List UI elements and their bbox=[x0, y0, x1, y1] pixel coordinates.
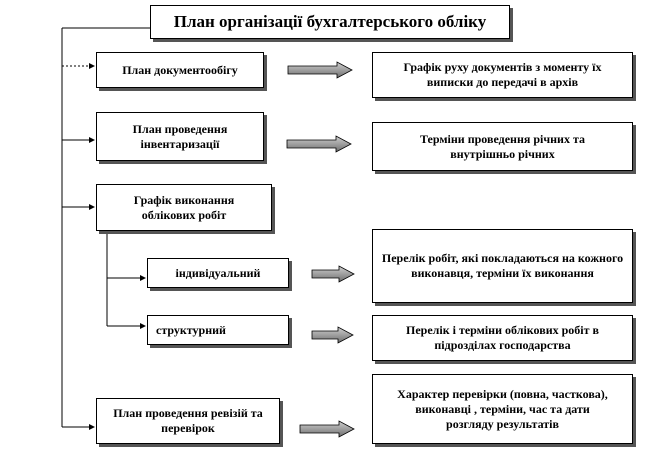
plan-structural-box: структурний bbox=[147, 315, 289, 345]
diagram-title: План організації бухгалтерського обліку bbox=[173, 12, 487, 32]
title-box: План організації бухгалтерського обліку bbox=[150, 5, 510, 39]
result-structural-label: Перелік і терміни облікових робіт в підр… bbox=[405, 323, 600, 352]
result-structural-box: Перелік і терміни облікових робіт в підр… bbox=[372, 315, 633, 361]
block-arrow-individual bbox=[311, 265, 355, 283]
block-arrow-inventory bbox=[286, 135, 352, 153]
plan-audits-label: План проведення ревізій та перевірок bbox=[113, 406, 263, 435]
block-arrow-audits bbox=[299, 420, 355, 438]
result-inventory-label: Терміни проведення річних та внутрішньо … bbox=[420, 131, 585, 161]
plan-inventory-label: План проведення інвентаризації bbox=[132, 121, 228, 151]
result-inventory-box: Терміни проведення річних та внутрішньо … bbox=[372, 122, 633, 171]
result-docflow-box: Графік руху документів з моменту їх випи… bbox=[372, 52, 633, 98]
block-arrow-structural bbox=[311, 326, 354, 344]
plan-audits-box: План проведення ревізій та перевірок bbox=[96, 398, 280, 444]
plan-docflow-box: План документообігу bbox=[96, 52, 264, 88]
plan-docflow-label: План документообігу bbox=[122, 62, 238, 77]
plan-inventory-box: План проведення інвентаризації bbox=[96, 112, 264, 161]
plan-structural-label: структурний bbox=[156, 322, 226, 337]
result-individual-label: Перелік робіт, які покладаються на кожно… bbox=[381, 251, 624, 280]
plan-schedule-label: Графік виконання облікових робіт bbox=[133, 192, 235, 222]
plan-schedule-box: Графік виконання облікових робіт bbox=[96, 184, 272, 231]
plan-individual-box: індивідуальний bbox=[147, 258, 289, 288]
block-arrow-docflow bbox=[287, 61, 353, 79]
result-docflow-label: Графік руху документів з моменту їх випи… bbox=[403, 60, 602, 89]
result-audits-label: Характер перевірки (повна, часткова), ви… bbox=[397, 386, 608, 431]
result-audits-box: Характер перевірки (повна, часткова), ви… bbox=[372, 374, 633, 444]
result-individual-box: Перелік робіт, які покладаються на кожно… bbox=[372, 229, 633, 303]
plan-individual-label: індивідуальний bbox=[175, 265, 261, 280]
